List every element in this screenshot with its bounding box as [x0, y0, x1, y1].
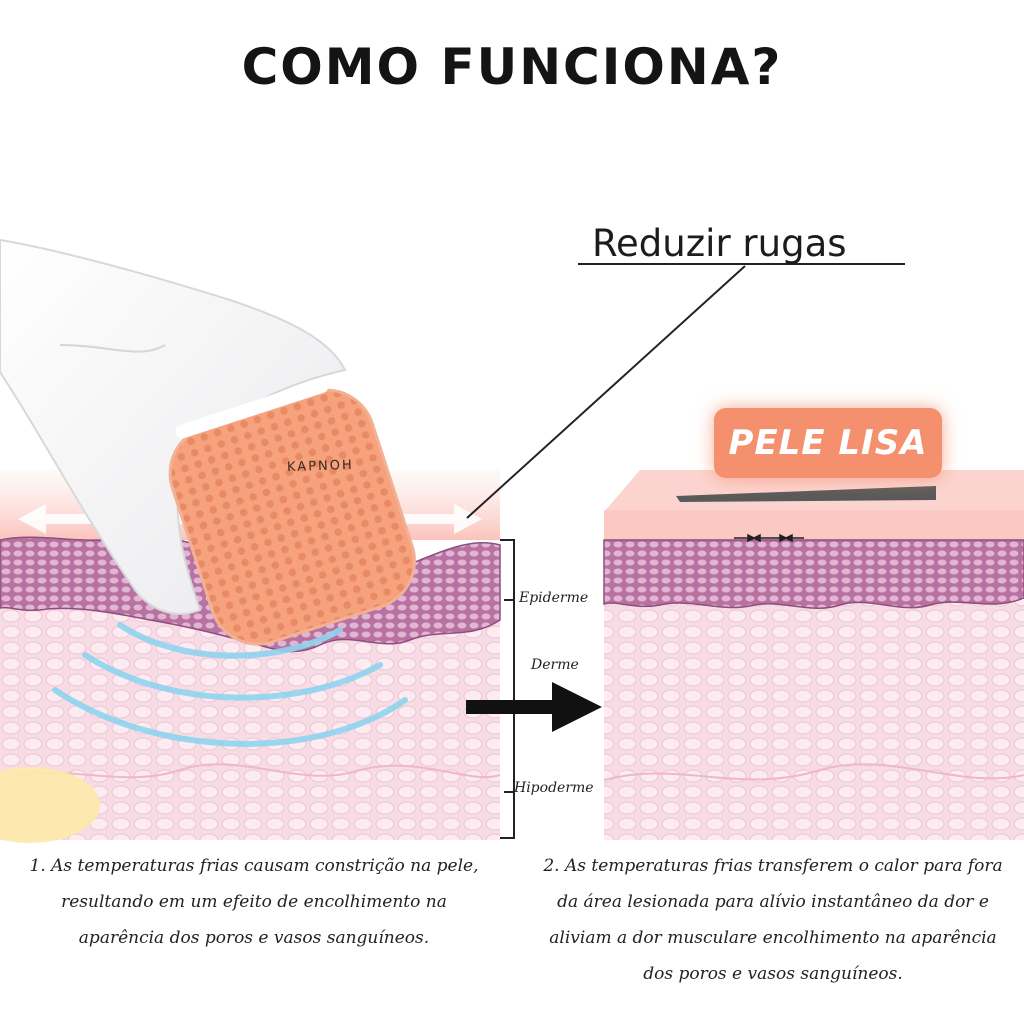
caption-right-line: aliviam a dor musculare encolhimento na …: [549, 928, 997, 948]
caption-right-line: da área lesionada para alívio instantâne…: [557, 892, 989, 912]
fat-cells: [0, 767, 100, 843]
cold-waves: [52, 622, 408, 747]
layer-label-derme: Derme: [531, 657, 579, 673]
tighten-arrows: [734, 533, 804, 543]
caption-left: 1. As temperaturas frias causam constriç…: [4, 848, 504, 956]
transition-arrow: [466, 682, 602, 732]
caption-right-line: 2. As temperaturas frias transferem o ca…: [543, 856, 1003, 876]
right-skin-block: [603, 470, 1024, 840]
face-roller: [0, 238, 416, 646]
layer-bracket: [500, 539, 515, 839]
callout-label: Reduzir rugas: [592, 222, 847, 265]
right-epidermis: [603, 539, 1024, 609]
brand-label: KAPNOH: [286, 457, 355, 476]
caption-left-line: aparência dos poros e vasos sanguíneos.: [78, 928, 430, 948]
callout-pointer: [466, 263, 905, 519]
layer-label-epiderme: Epiderme: [519, 590, 589, 606]
pele-lisa-badge: PELE LISA: [714, 408, 942, 478]
caption-right-line: dos poros e vasos sanguíneos.: [643, 964, 903, 984]
page-title: COMO FUNCIONA?: [241, 38, 783, 96]
caption-left-line: 1. As temperaturas frias causam constriç…: [29, 856, 479, 876]
caption-right: 2. As temperaturas frias transferem o ca…: [516, 848, 1024, 992]
layer-label-hipoderme: Hipoderme: [514, 780, 594, 796]
caption-left-line: resultando em um efeito de encolhimento …: [61, 892, 447, 912]
